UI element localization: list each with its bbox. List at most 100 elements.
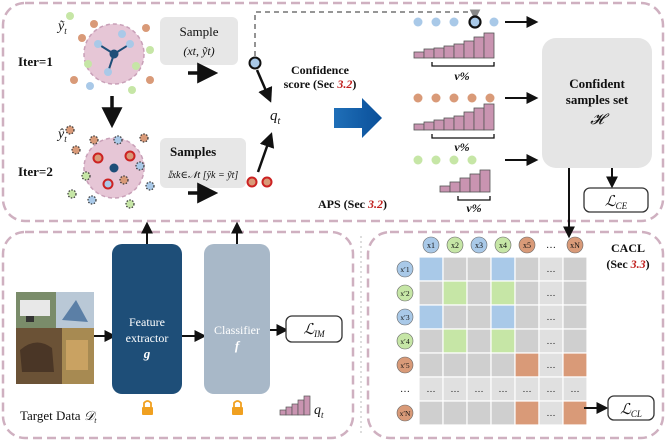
matrix-row-header bbox=[396, 356, 414, 374]
extractor-lock-icon bbox=[142, 400, 153, 415]
iter2-samples-box: Samples 𝕀xk∈𝒩t [ŷk = ỹt] bbox=[160, 138, 246, 188]
matrix-ellipsis: … bbox=[547, 264, 556, 274]
matrix-cell bbox=[562, 376, 588, 402]
matrix-row-header bbox=[396, 404, 414, 422]
matrix-ellipsis: … bbox=[523, 384, 532, 394]
loss-im-box: ℒIM bbox=[285, 315, 343, 343]
matrix-cell bbox=[562, 328, 588, 354]
matrix-cell bbox=[466, 256, 492, 282]
svg-text:ℒCL: ℒCL bbox=[620, 402, 642, 419]
bars-row2 bbox=[413, 103, 495, 131]
svg-text:ℒCE: ℒCE bbox=[605, 194, 628, 211]
matrix-cell bbox=[418, 328, 444, 354]
matrix-cell bbox=[562, 352, 588, 378]
matrix-col-header bbox=[470, 236, 488, 254]
iter1-cluster bbox=[66, 12, 154, 94]
matrix-col-label: x2 bbox=[451, 241, 459, 250]
matrix-cell bbox=[538, 376, 564, 402]
iter2-cluster bbox=[65, 125, 155, 209]
matrix-ellipsis: … bbox=[547, 408, 556, 418]
nu-bracket-row2 bbox=[431, 134, 495, 139]
matrix-cell bbox=[442, 280, 468, 306]
matrix-cell bbox=[466, 400, 492, 426]
nu-label-row1: ν% bbox=[454, 69, 469, 83]
matrix-col-label: x3 bbox=[475, 241, 483, 250]
arrow-to-q-from-iter2 bbox=[256, 132, 275, 173]
matrix-row-label: x′5 bbox=[400, 361, 409, 370]
big-blue-arrow bbox=[334, 98, 382, 138]
matrix-row-header bbox=[396, 308, 414, 326]
matrix-ellipsis: … bbox=[475, 384, 484, 394]
matrix-cell bbox=[490, 256, 516, 282]
matrix-cell bbox=[514, 280, 540, 306]
matrix-ellipsis: … bbox=[571, 384, 580, 394]
matrix-row-label: x′1 bbox=[400, 265, 409, 274]
matrix-cell bbox=[514, 256, 540, 282]
matrix-col-label: x4 bbox=[499, 241, 507, 250]
target-data-label: Target Data 𝒟t bbox=[20, 408, 97, 425]
svg-text:Sample: Sample bbox=[180, 24, 219, 39]
svg-text:ℒIM: ℒIM bbox=[303, 322, 325, 339]
nu-label-row3: ν% bbox=[466, 201, 481, 215]
svg-text:Confidence: Confidence bbox=[291, 63, 350, 77]
matrix-cell bbox=[466, 280, 492, 306]
matrix-cell bbox=[490, 400, 516, 426]
matrix-ellipsis: … bbox=[451, 384, 460, 394]
svg-text:𝕀xk∈𝒩t [ŷk = ỹt]: 𝕀xk∈𝒩t [ŷk = ỹt] bbox=[168, 170, 239, 181]
svg-text:CACL: CACL bbox=[611, 241, 645, 255]
matrix-cell bbox=[538, 280, 564, 306]
iter1-sample-box: Sample (xt, ỹt) bbox=[160, 17, 238, 65]
svg-text:Confident: Confident bbox=[569, 76, 625, 91]
confidence-score-label: Confidence score (Sec 3.2) bbox=[284, 63, 357, 91]
svg-text:Classifier: Classifier bbox=[214, 323, 260, 337]
blue-sample-row bbox=[413, 15, 499, 29]
matrix-col-label: … bbox=[546, 240, 556, 251]
matrix-cell bbox=[514, 304, 540, 330]
matrix-col-header bbox=[422, 236, 440, 254]
matrix-cell bbox=[538, 328, 564, 354]
selected-sample-iter2a bbox=[246, 176, 258, 188]
matrix-cell bbox=[490, 280, 516, 306]
target-data-images bbox=[16, 292, 94, 384]
matrix-cell bbox=[562, 256, 588, 282]
green-sample-row bbox=[413, 155, 477, 165]
matrix-cell bbox=[490, 376, 516, 402]
matrix-row-header bbox=[396, 332, 414, 350]
matrix-row-label: … bbox=[400, 384, 410, 395]
matrix-cell bbox=[442, 256, 468, 282]
matrix-ellipsis: … bbox=[427, 384, 436, 394]
orange-sample-row bbox=[413, 93, 495, 103]
matrix-cell bbox=[490, 328, 516, 354]
q-distribution-mini bbox=[279, 395, 311, 416]
matrix-cell bbox=[418, 280, 444, 306]
feature-extractor-block: Feature extractor g bbox=[112, 244, 182, 394]
matrix-ellipsis: … bbox=[547, 288, 556, 298]
matrix-cell bbox=[538, 256, 564, 282]
svg-text:Feature: Feature bbox=[129, 315, 165, 329]
svg-text:g: g bbox=[143, 346, 151, 361]
svg-text:score (Sec 3.2): score (Sec 3.2) bbox=[284, 77, 357, 91]
svg-text:Samples: Samples bbox=[170, 144, 216, 159]
iter1-class-label: ỹt bbox=[56, 19, 67, 36]
matrix-ellipsis: … bbox=[547, 312, 556, 322]
matrix-ellipsis: … bbox=[547, 336, 556, 346]
matrix-col-header bbox=[518, 236, 536, 254]
matrix-cell bbox=[514, 400, 540, 426]
cacl-section-frame bbox=[366, 230, 665, 440]
classifier-lock-icon bbox=[232, 400, 243, 415]
matrix-row-label: x′N bbox=[400, 409, 411, 418]
loss-cl-box: ℒCL bbox=[607, 395, 655, 421]
matrix-cell bbox=[418, 400, 444, 426]
loss-ce-box: ℒCE bbox=[583, 187, 649, 213]
arrow-to-q-from-iter1 bbox=[255, 69, 273, 103]
nu-bracket-row3 bbox=[457, 196, 491, 201]
matrix-row-label: x′3 bbox=[400, 313, 409, 322]
matrix-row-header bbox=[396, 260, 414, 278]
confident-samples-set: Confident samples set 𝓗 bbox=[542, 38, 652, 168]
classifier-block: Classifier f bbox=[204, 244, 270, 394]
svg-text:samples set: samples set bbox=[566, 92, 629, 107]
iter1-label: Iter=1 bbox=[18, 54, 53, 69]
matrix-col-header bbox=[494, 236, 512, 254]
top-section-frame bbox=[1, 1, 665, 223]
